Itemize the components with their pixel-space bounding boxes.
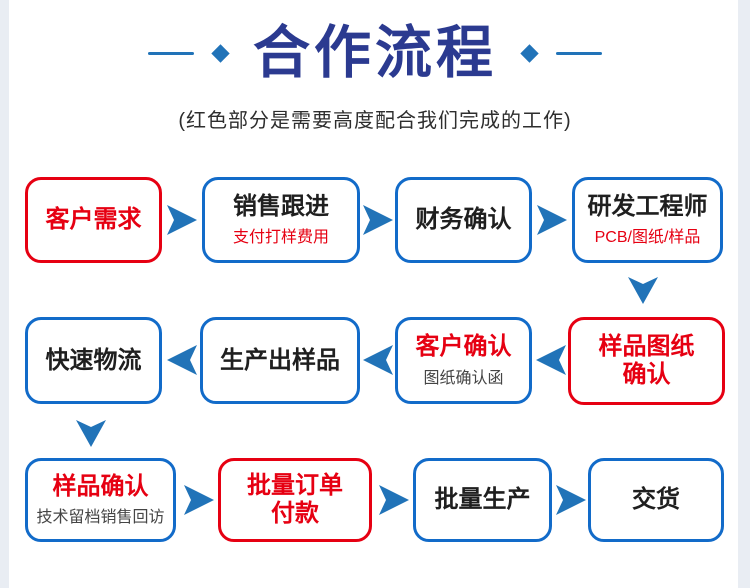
diamond-icon — [520, 44, 539, 63]
box-title: 研发工程师 — [587, 192, 708, 220]
flow-box-fast-logistics: 快速物流 — [25, 317, 162, 404]
box-title: 交货 — [632, 486, 680, 514]
flow-box-rd-engineer: 研发工程师 PCB/图纸/样品 — [572, 177, 723, 263]
flow-box-sales-followup: 销售跟进 支付打样费用 — [202, 177, 360, 263]
flow-box-customer-demand: 客户需求 — [25, 177, 162, 263]
flow-box-produce-sample: 生产出样品 — [200, 317, 360, 404]
arrow-right-icon — [363, 205, 393, 235]
page-margin-left — [0, 0, 9, 588]
box-title: 批量订单付款 — [247, 472, 343, 527]
diamond-icon — [211, 44, 230, 63]
arrow-left-icon — [536, 345, 566, 375]
box-subtitle: PCB/图纸/样品 — [594, 229, 701, 247]
header: 合作流程 — [0, 22, 750, 85]
arrow-right-icon — [537, 205, 567, 235]
box-title: 客户确认 — [415, 333, 512, 361]
deco-line-right — [556, 51, 602, 55]
legend-note: (红色部分是需要高度配合我们完成的工作) — [178, 110, 572, 132]
arrow-down-icon — [76, 420, 106, 447]
box-subtitle: 图纸确认函 — [423, 369, 504, 387]
flow-box-sample-confirm: 样品确认 技术留档销售回访 — [25, 458, 176, 542]
box-title: 快速物流 — [45, 346, 142, 374]
box-title: 财务确认 — [415, 206, 512, 234]
page-title: 合作流程 — [253, 21, 497, 85]
arrow-right-icon — [167, 205, 197, 235]
flow-box-delivery: 交货 — [588, 458, 724, 542]
box-title: 客户需求 — [45, 206, 142, 234]
arrow-left-icon — [363, 345, 393, 375]
flow-box-customer-confirm: 客户确认 图纸确认函 — [395, 317, 532, 404]
flow-box-bulk-order-payment: 批量订单付款 — [218, 458, 372, 542]
box-subtitle: 技术留档销售回访 — [36, 509, 165, 527]
flow-box-bulk-production: 批量生产 — [413, 458, 552, 542]
flow-box-finance-confirm: 财务确认 — [395, 177, 532, 263]
box-title: 样品确认 — [52, 472, 149, 500]
arrow-right-icon — [379, 485, 409, 515]
box-title: 批量生产 — [434, 486, 531, 514]
box-title: 样品图纸确认 — [598, 333, 695, 388]
arrow-left-icon — [167, 345, 197, 375]
flow-box-sample-drawing-confirm: 样品图纸确认 — [568, 317, 725, 405]
page-margin-right — [738, 0, 750, 588]
arrow-right-icon — [556, 485, 586, 515]
arrow-down-icon — [628, 277, 658, 304]
box-title: 销售跟进 — [233, 192, 329, 220]
box-subtitle: 支付打样费用 — [232, 229, 329, 247]
arrow-right-icon — [184, 485, 214, 515]
box-title: 生产出样品 — [220, 346, 340, 374]
deco-line-left — [148, 51, 194, 55]
